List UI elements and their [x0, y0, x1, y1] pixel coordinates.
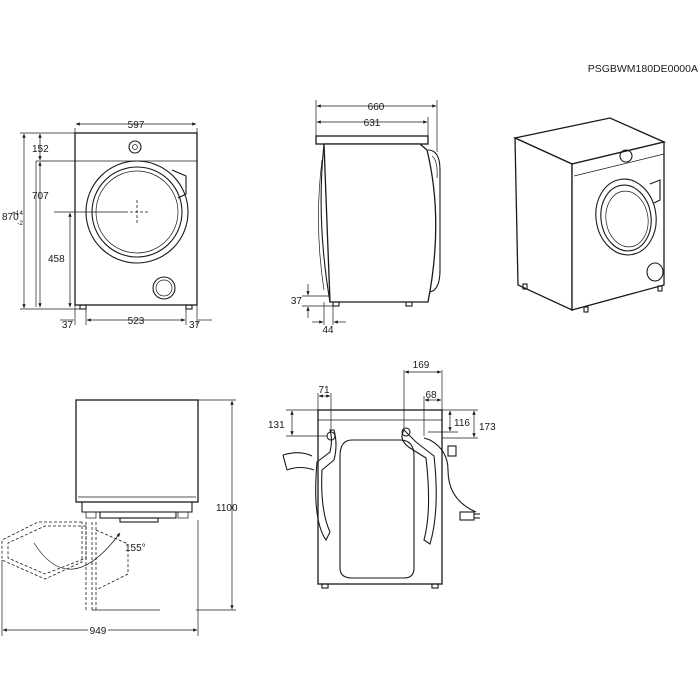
back-right-offset-label: 169 — [413, 360, 430, 371]
front-view: 597 870 +14 -2 152 707 458 37 523 37 — [2, 120, 212, 331]
side-view: 660 631 37 44 — [291, 100, 441, 336]
drain-hose-left — [315, 429, 337, 542]
back-panel — [339, 439, 415, 579]
front-drum-height-label: 458 — [48, 254, 65, 265]
front-top-offset-label: 152 — [32, 144, 49, 155]
front-foot-span-label: 523 — [128, 316, 145, 327]
back-left-hose-height-label: 131 — [268, 420, 285, 431]
back-right-hose-height-label: 173 — [479, 422, 496, 433]
top-view-open-door — [1, 521, 83, 580]
front-width-label: 597 — [128, 120, 145, 131]
power-cable — [423, 437, 477, 513]
isometric-view — [512, 117, 667, 313]
top-total-height-label: 1100 — [216, 503, 238, 514]
front-height-tol-plus: +14 — [12, 210, 23, 217]
back-view: 71 169 68 131 116 173 — [268, 360, 496, 589]
front-height-tol-minus: -2 — [17, 220, 23, 227]
door-angle-label: 155° — [125, 543, 146, 554]
top-view: 155° 1100 949 — [1, 399, 238, 639]
model-code: PSGBWM180DE0000A — [588, 63, 698, 75]
back-view-cabinet — [317, 409, 443, 585]
back-cable-offset-label: 68 — [425, 390, 437, 401]
top-view-cabinet — [75, 399, 199, 503]
front-view-cabinet — [74, 132, 198, 306]
door-clearance-label: 949 — [90, 626, 107, 637]
front-door-height-label: 707 — [32, 191, 49, 202]
side-bottom-height-label: 37 — [291, 296, 303, 307]
back-left-hose-offset-label: 71 — [318, 385, 330, 396]
front-height-label: 870 — [2, 212, 19, 223]
side-total-depth-label: 660 — [368, 102, 385, 113]
side-body-depth-label: 631 — [364, 118, 381, 129]
back-cable-height-label: 116 — [454, 418, 470, 429]
inlet-hose-right — [401, 429, 437, 545]
front-foot-left-label: 37 — [62, 320, 74, 331]
side-view-cabinet — [315, 135, 429, 145]
front-foot-right-label: 37 — [189, 320, 201, 331]
isometric-door — [595, 178, 657, 256]
side-foot-depth-label: 44 — [322, 325, 334, 336]
